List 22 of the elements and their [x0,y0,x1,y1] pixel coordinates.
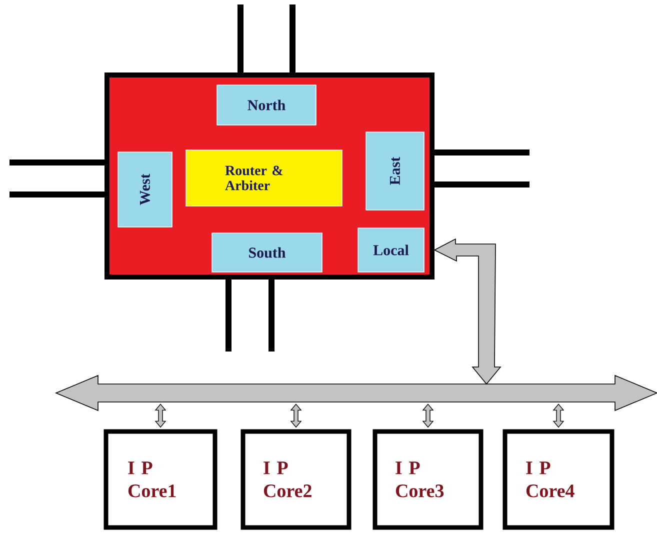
port-box: North [216,84,316,126]
link-line [290,4,296,72]
link-line [434,150,530,156]
block-arrow [290,404,302,428]
port-box: East [366,132,424,210]
link-line [238,4,244,72]
block-arrow [422,404,434,428]
link-line [10,160,104,166]
router-arbiter-box: Router & Arbiter [186,150,342,206]
ip-core-box: I P Core3 [372,429,484,530]
ip-core-box: I P Core1 [104,429,218,530]
link-line [10,192,104,198]
port-box: West [118,152,172,228]
ip-core-box: I P Core4 [502,429,614,530]
link-line [268,280,274,352]
ip-core-box: I P Core2 [240,429,352,530]
block-arrow [154,404,166,428]
link-line [226,280,232,352]
port-box: Local [358,228,424,272]
port-box: South [212,232,322,272]
block-arrow [552,404,564,428]
link-line [434,182,530,188]
